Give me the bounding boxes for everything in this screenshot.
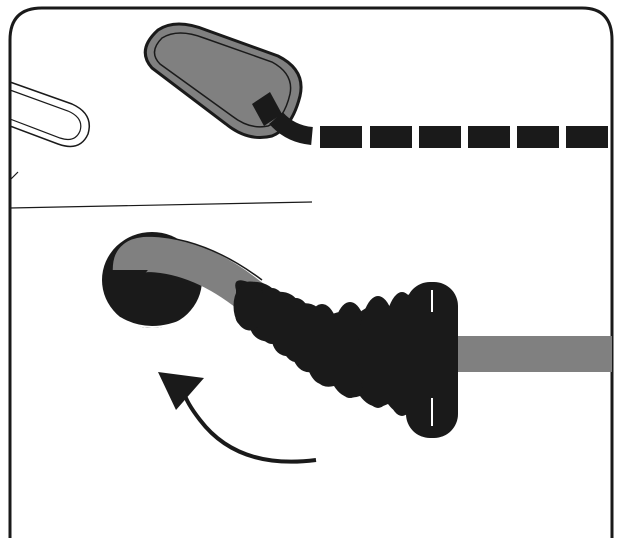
- remote-plug-icon: [143, 22, 303, 139]
- dashed-cable-icon: [269, 111, 608, 148]
- frame-left-tick: [9, 171, 19, 181]
- cable-clip-icon: [9, 81, 90, 148]
- section-divider: [9, 201, 313, 209]
- rubber-grommet-icon: [233, 280, 458, 438]
- panel-frame: [8, 6, 614, 538]
- curved-arrow-icon: [158, 372, 317, 464]
- grey-cable-outline: [111, 235, 263, 281]
